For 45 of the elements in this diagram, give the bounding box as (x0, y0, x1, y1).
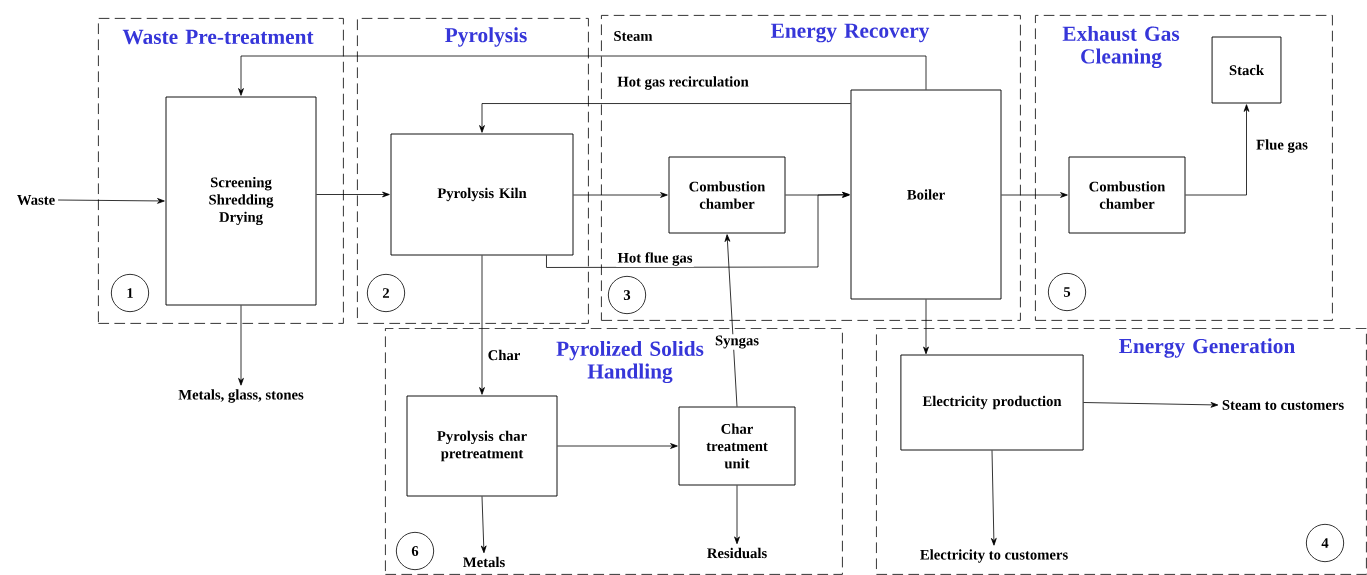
arrow (238, 55, 927, 96)
flow-label: Metals (463, 556, 505, 568)
flow-label: Residuals (707, 547, 767, 559)
arrow (546, 191, 850, 268)
edge-label: Flue gas (1254, 137, 1310, 155)
arrow (57, 198, 165, 204)
arrow (238, 305, 244, 386)
arrow (1001, 192, 1068, 198)
arrow (1083, 402, 1219, 408)
arrow (923, 299, 929, 355)
group-title: Exhaust Gas Cleaning (1062, 25, 1180, 69)
flow-label: Steam to customers (1222, 400, 1344, 410)
process-box: Combustion chamber (1068, 156, 1186, 234)
group-title: Pyrolysis (445, 27, 527, 47)
group-title: Energy Recovery (771, 23, 930, 43)
process-box: Char treatment unit (678, 406, 796, 486)
arrow (479, 103, 851, 133)
process-box: Electricity production (900, 354, 1084, 451)
process-box: Screening Shredding Drying (165, 96, 317, 306)
group-title: Pyrolized Solids Handling (556, 340, 704, 384)
arrow (734, 485, 740, 545)
arrow (1185, 104, 1250, 196)
flow-label: Electricity to customers (920, 549, 1068, 563)
arrow (480, 496, 487, 554)
process-box: Pyrolysis Kiln (390, 133, 574, 256)
arrow (724, 234, 738, 407)
group-title: Waste Pre-treatment (122, 29, 314, 45)
flow-label: Waste (17, 195, 55, 205)
arrow (785, 192, 850, 198)
process-box: Combustion chamber (668, 156, 786, 234)
group-title: Energy Generation (1119, 338, 1295, 358)
arrow (573, 192, 668, 198)
edge-label: Char (486, 348, 522, 362)
arrow (557, 443, 678, 449)
edge-label: Hot flue gas (616, 250, 694, 268)
process-box: Stack (1211, 36, 1282, 104)
flow-label: Metals, glass, stones (178, 389, 304, 403)
process-box: Pyrolysis char pretreatment (406, 395, 558, 497)
process-box: Boiler (850, 89, 1002, 300)
edge-label: Syngas (713, 334, 761, 350)
edge-label: Hot gas recirculation (615, 74, 751, 92)
edge-label: Steam (612, 29, 654, 43)
arrow (991, 450, 997, 546)
arrow (479, 255, 485, 395)
arrow (316, 191, 390, 198)
